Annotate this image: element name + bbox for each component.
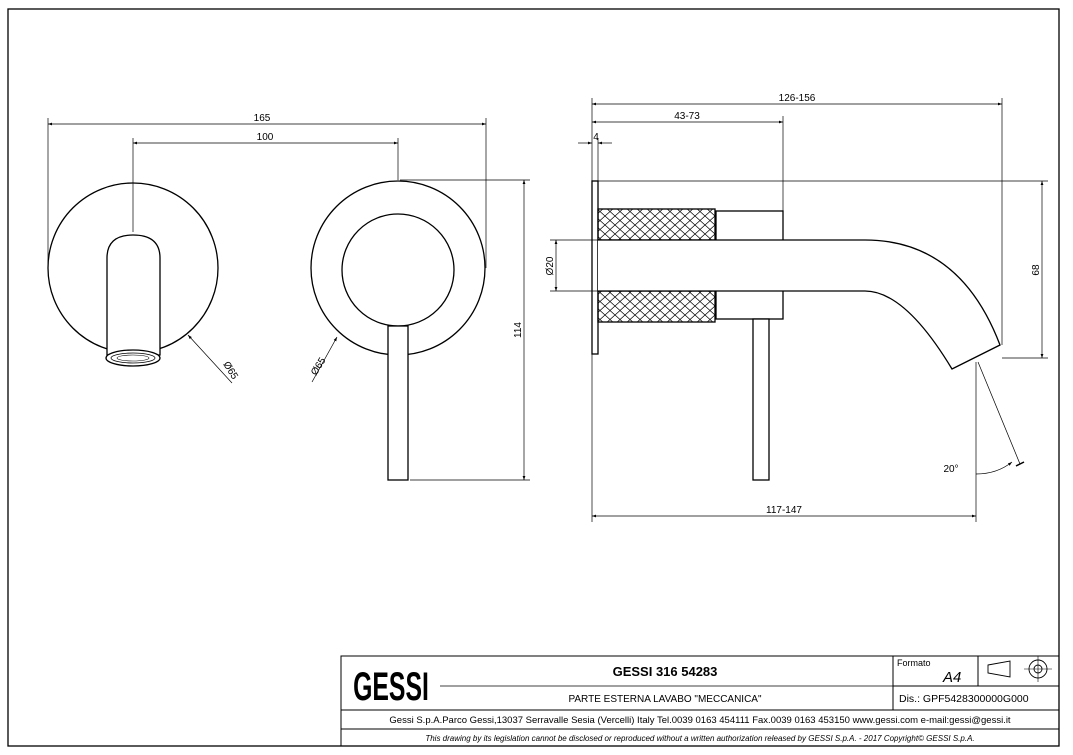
format-label: Formato bbox=[897, 658, 931, 668]
front-dimensions bbox=[47, 118, 530, 481]
title-block bbox=[340, 655, 1060, 747]
gessi-logo: GESSI bbox=[353, 665, 429, 709]
legal-notice: This drawing by its legislation cannot b… bbox=[425, 734, 974, 743]
product-description: PARTE ESTERNA LAVABO "MECCANICA" bbox=[568, 694, 762, 705]
dim-side-pipe: Ø20 bbox=[545, 256, 556, 275]
dim-front-width: 165 bbox=[254, 113, 271, 124]
lever bbox=[387, 325, 409, 481]
dim-diameter-right: Ø65 bbox=[309, 355, 329, 377]
sheet-border bbox=[7, 8, 1060, 747]
wall-plate bbox=[591, 180, 599, 355]
format-value: A4 bbox=[942, 669, 961, 686]
dim-diameter-left: Ø65 bbox=[220, 360, 240, 382]
product-code: GESSI 316 54283 bbox=[613, 664, 718, 679]
knurled-body-top bbox=[597, 208, 716, 241]
lever-side bbox=[752, 318, 770, 481]
dim-side-height: 68 bbox=[1031, 264, 1042, 276]
spout-front bbox=[106, 234, 161, 356]
drawing-number: Dis.: GPF5428300000G000 bbox=[899, 693, 1029, 705]
dim-side-plate: 4 bbox=[593, 132, 599, 143]
dim-front-height: 114 bbox=[513, 322, 524, 338]
projection-cone-icon bbox=[987, 660, 1011, 678]
dim-front-center: 100 bbox=[257, 132, 274, 143]
dim-side-bottom: 117-147 bbox=[766, 505, 802, 516]
company-info: Gessi S.p.A.Parco Gessi,13037 Serravalle… bbox=[389, 715, 1011, 726]
side-view bbox=[591, 180, 1001, 481]
side-dimensions bbox=[550, 98, 1048, 522]
aerator bbox=[105, 349, 161, 367]
front-view-handle bbox=[310, 180, 486, 481]
knurled-body-bottom bbox=[597, 290, 716, 323]
handle-knob bbox=[341, 213, 455, 327]
dim-angle: 20° bbox=[943, 464, 958, 475]
spout-side bbox=[598, 239, 1001, 370]
front-view-spout bbox=[47, 182, 219, 367]
dim-side-body: 43-73 bbox=[674, 111, 700, 122]
dim-side-total: 126-156 bbox=[779, 93, 816, 104]
